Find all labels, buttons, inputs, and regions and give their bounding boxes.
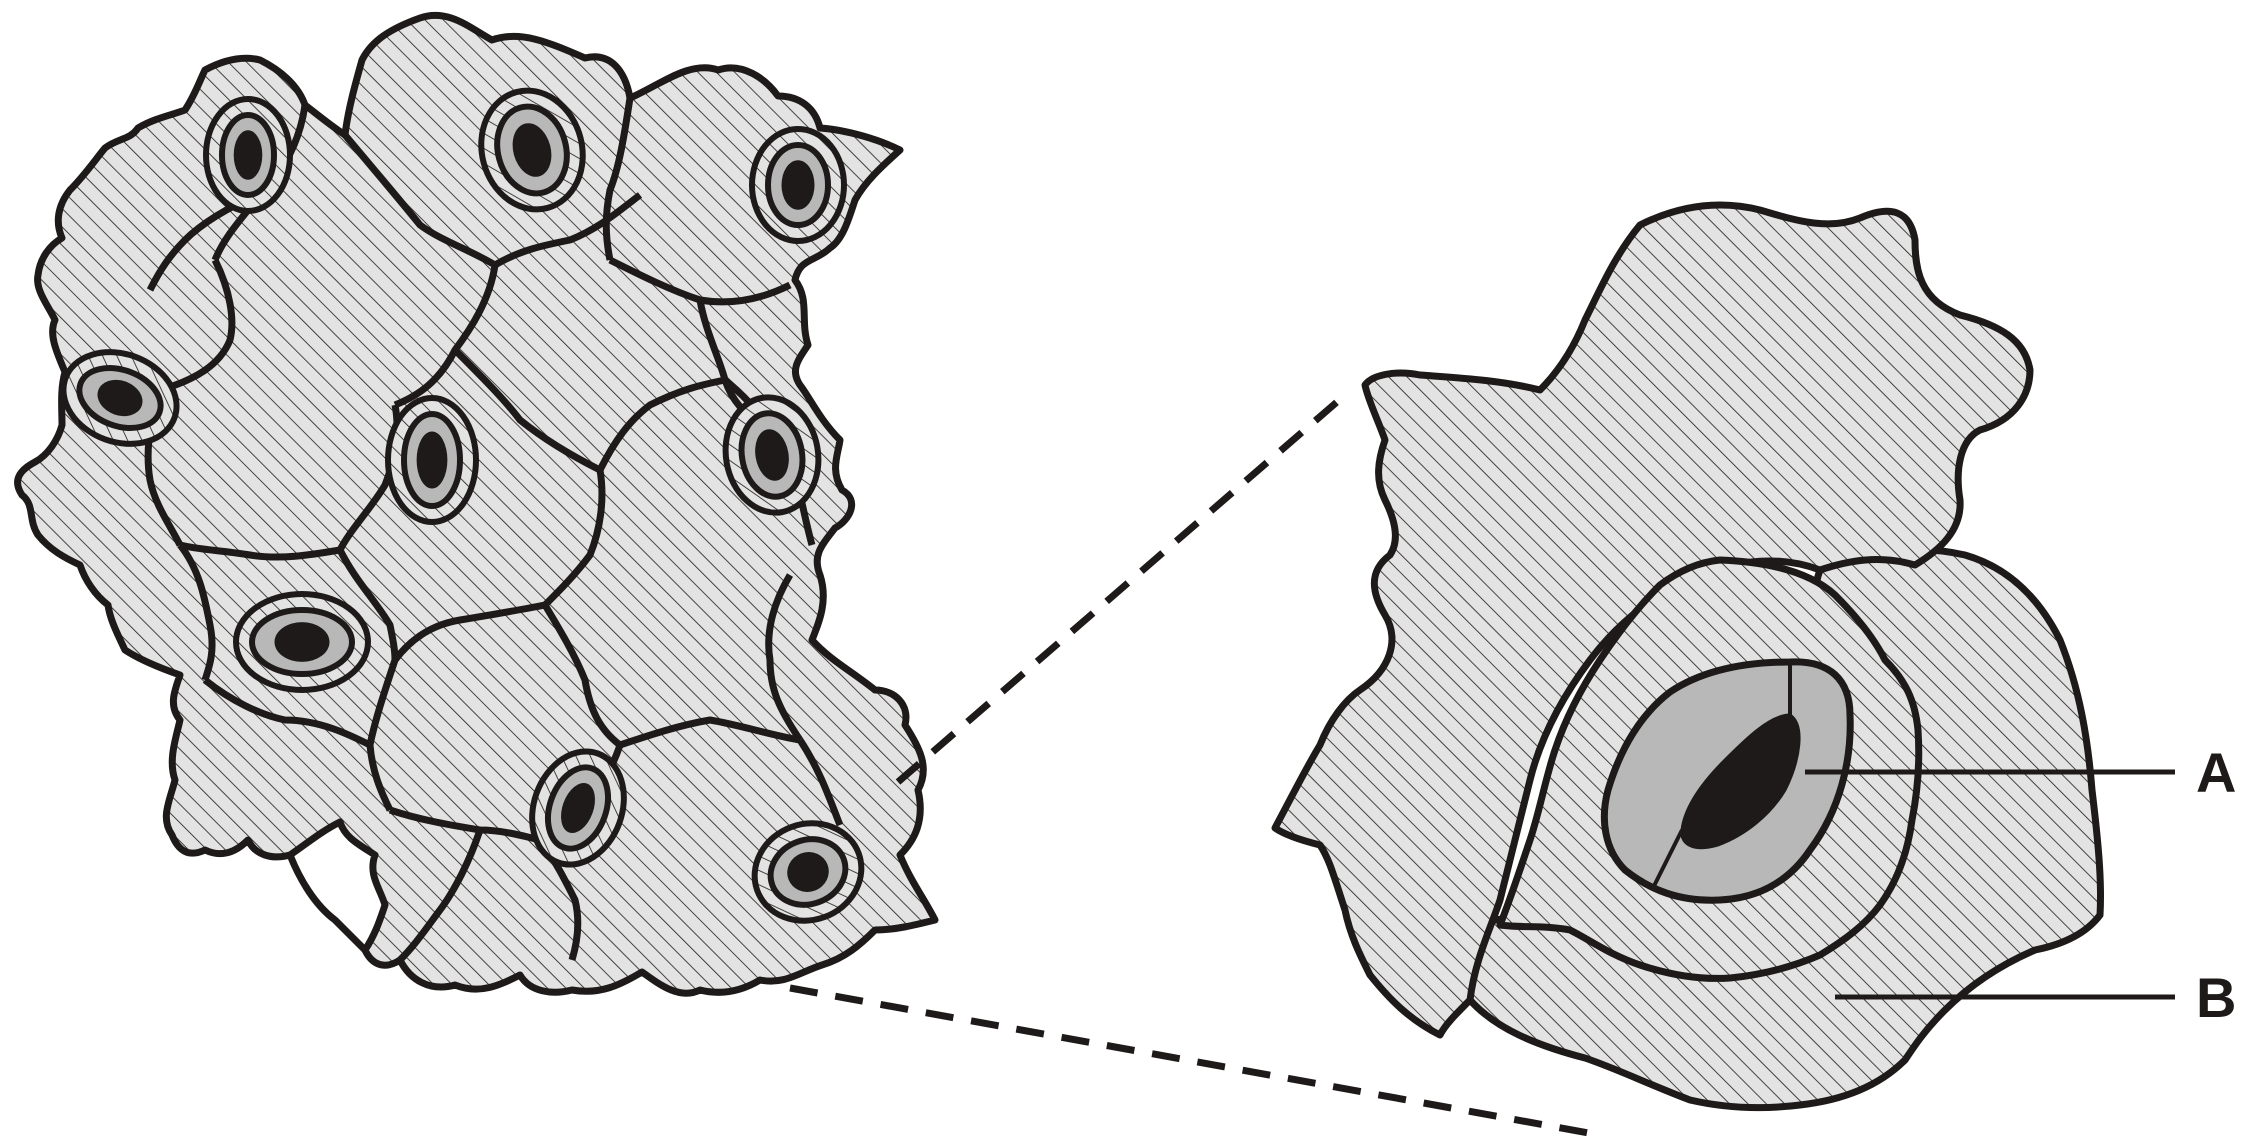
tissue-stoma [236,594,368,690]
tissue-stoma [206,99,290,211]
tissue-stoma [752,129,844,241]
label-a: A [2196,741,2236,804]
connector-top [898,395,1345,782]
pore [417,431,448,488]
magnified-stoma [1275,205,2101,1108]
tissue-stoma [388,398,476,522]
pore [782,160,815,210]
pore [275,622,330,662]
label-b: B [2196,966,2236,1029]
pore [234,130,263,180]
